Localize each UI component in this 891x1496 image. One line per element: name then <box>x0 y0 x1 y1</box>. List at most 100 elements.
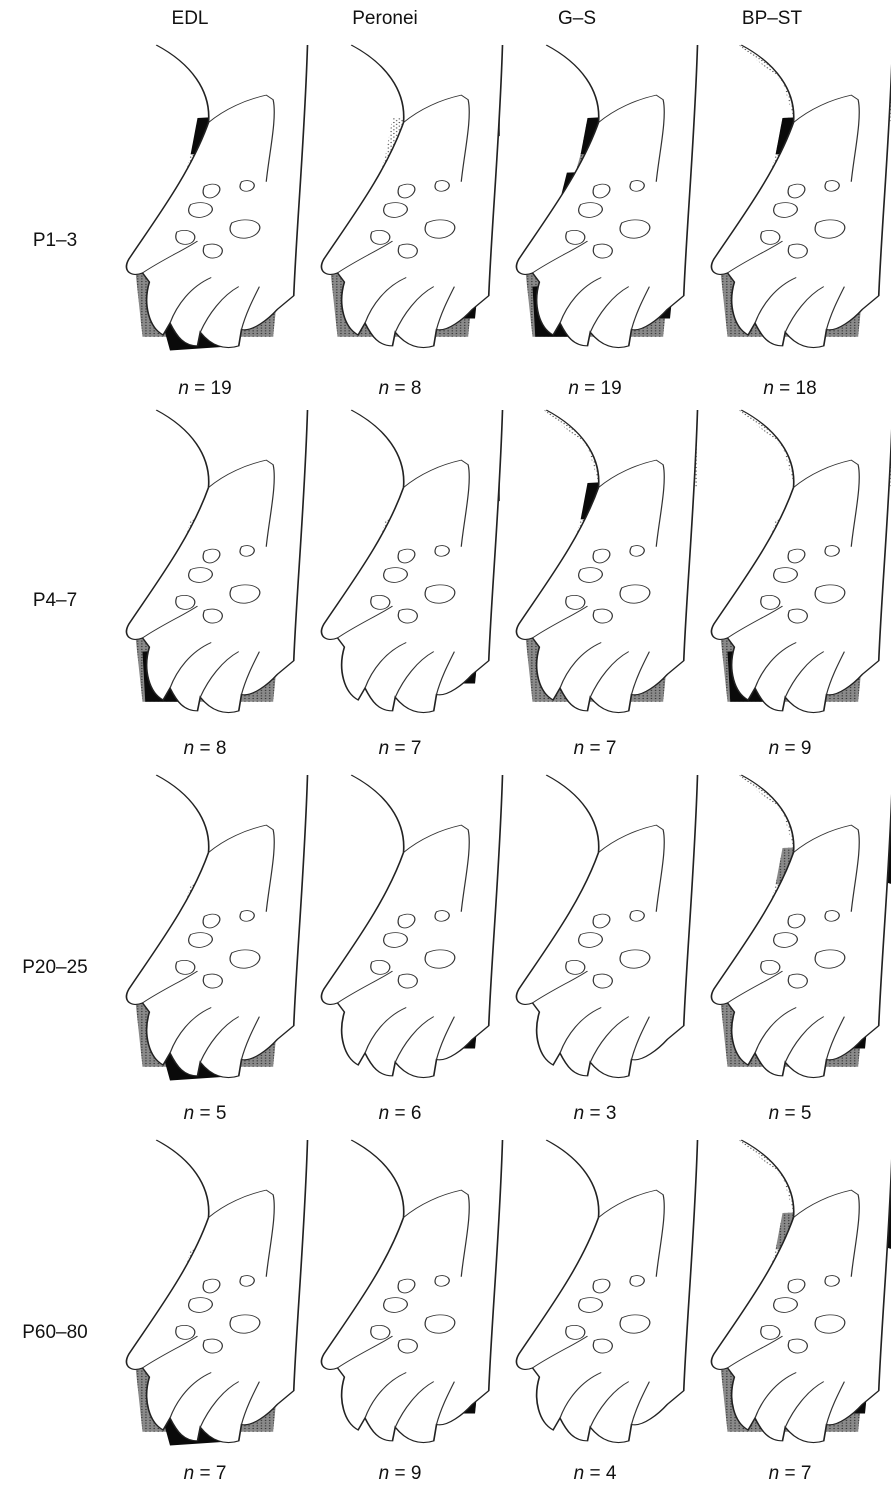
n-value: 7 <box>411 738 422 759</box>
paw-pad <box>203 1339 222 1353</box>
sample-size-label: n = 18 <box>730 378 850 400</box>
sample-size-label: n = 5 <box>730 1103 850 1125</box>
paw-contour <box>170 643 211 689</box>
paw-pad <box>761 1325 780 1339</box>
region-medium <box>358 200 482 232</box>
row-label-p60-80: P60–80 <box>0 1322 110 1344</box>
paw-contour <box>533 241 588 273</box>
region-light <box>143 145 301 282</box>
paw-pad <box>230 585 260 603</box>
region-light <box>143 1240 301 1377</box>
n-value: 8 <box>411 378 422 399</box>
n-symbol: n <box>379 738 390 759</box>
paw-pad <box>398 1339 417 1353</box>
paw-contour <box>560 643 601 689</box>
paw-pad <box>398 244 417 258</box>
paw-contour <box>209 825 275 912</box>
n-equals: = <box>779 1103 801 1124</box>
column-label-bpst: BP–ST <box>692 8 852 30</box>
paw-diagram <box>310 45 530 355</box>
n-symbol: n <box>184 1103 195 1124</box>
region-light <box>143 510 301 647</box>
paw-contour <box>209 460 275 547</box>
paw-pad <box>176 595 195 609</box>
n-equals: = <box>584 738 606 759</box>
paw-contour <box>755 278 796 324</box>
region-light <box>533 510 691 647</box>
paw-pad <box>579 203 603 218</box>
paw-contour <box>827 1382 845 1425</box>
n-value: 7 <box>801 1463 812 1484</box>
region-dark <box>636 250 677 318</box>
region-light <box>386 113 496 154</box>
paw-diagram <box>115 410 335 720</box>
paw-pad <box>203 974 222 988</box>
paw-contour <box>437 1017 455 1060</box>
paw-pad <box>384 1298 408 1313</box>
n-value: 18 <box>796 378 817 399</box>
region-dark <box>776 113 886 154</box>
paw-outline <box>126 775 307 1078</box>
paw-pad <box>620 950 650 968</box>
paw-contour <box>242 287 260 330</box>
paw-contour <box>827 652 845 695</box>
sample-size-label: n = 4 <box>535 1463 655 1485</box>
paw-contour <box>338 241 393 273</box>
paw-contour <box>827 1017 845 1060</box>
paw-contour <box>755 1008 796 1054</box>
paw-outline <box>711 1140 891 1443</box>
paw-pad <box>398 184 415 198</box>
paw-diagram <box>700 410 891 720</box>
sample-size-label: n = 9 <box>340 1463 460 1485</box>
region-dark <box>461 478 500 501</box>
paw-pad <box>620 1315 650 1333</box>
paw-pad <box>566 230 585 244</box>
paw-diagram <box>505 45 725 355</box>
paw-pad <box>593 914 610 928</box>
paw-contour <box>170 1373 211 1419</box>
paw-contour <box>209 95 275 182</box>
n-symbol: n <box>379 1463 390 1484</box>
sample-size-label: n = 6 <box>340 1103 460 1125</box>
paw-pad <box>240 911 254 922</box>
paw-contour <box>785 1382 824 1428</box>
paw-contour <box>200 287 239 333</box>
paw-pad <box>788 549 805 563</box>
paw-contour <box>143 971 198 1003</box>
region-dark <box>581 478 691 519</box>
paw-pad <box>435 1276 449 1287</box>
sample-size-label: n = 3 <box>535 1103 655 1125</box>
n-symbol: n <box>574 1103 585 1124</box>
paw-contour <box>143 1336 198 1368</box>
paw-pad <box>398 609 417 623</box>
paw-contour <box>632 652 650 695</box>
paw-contour <box>338 1336 393 1368</box>
sample-size-label: n = 7 <box>535 738 655 760</box>
paw-pad <box>579 933 603 948</box>
paw-pad <box>593 549 610 563</box>
paw-outline <box>516 45 697 348</box>
sample-size-label: n = 8 <box>340 378 460 400</box>
n-equals: = <box>584 1463 606 1484</box>
paw-contour <box>338 971 393 1003</box>
n-equals: = <box>189 378 211 399</box>
sample-size-label: n = 19 <box>145 378 265 400</box>
paw-outline <box>126 45 307 348</box>
paw-svg <box>310 775 530 1085</box>
paw-pad <box>425 950 455 968</box>
paw-pad <box>620 585 650 603</box>
paw-contour <box>404 1190 470 1277</box>
paw-pad <box>825 911 839 922</box>
paw-pad <box>815 950 845 968</box>
paw-contour <box>599 825 665 912</box>
paw-pad <box>579 568 603 583</box>
region-dark <box>831 1345 872 1413</box>
paw-diagram <box>310 775 530 1085</box>
paw-contour <box>794 825 860 912</box>
region-light <box>143 875 301 1012</box>
paw-outline <box>711 410 891 713</box>
paw-outline <box>516 775 697 1078</box>
paw-pad <box>630 546 644 557</box>
paw-pad <box>425 220 455 238</box>
paw-outline <box>321 45 502 348</box>
